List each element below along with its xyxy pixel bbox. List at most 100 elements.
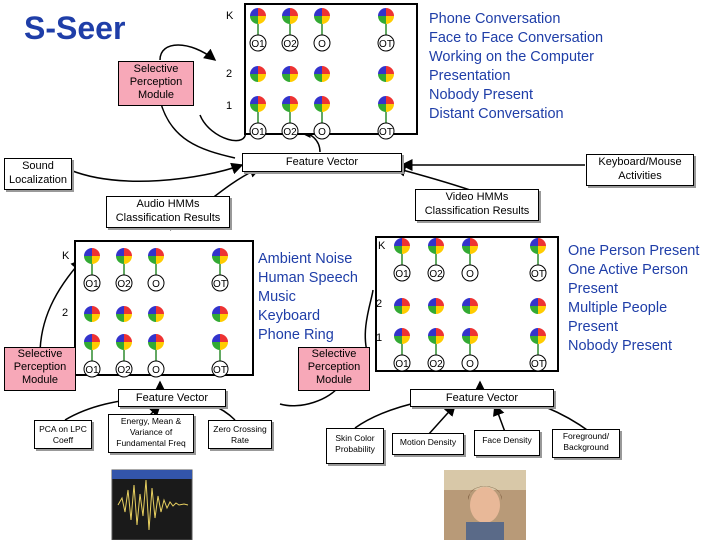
hmm-observation-label: OT (531, 359, 545, 370)
hmm-state-node (428, 328, 436, 336)
hmm-state-node (220, 256, 228, 264)
hmm-state-node (124, 334, 132, 342)
hmm-state-node (282, 16, 290, 24)
hmm-state-node (156, 256, 164, 264)
hmm-observation-label: O1 (395, 359, 409, 370)
hmm-state-node (462, 306, 470, 314)
hmm-observation-node (461, 354, 479, 372)
hmm-state-node (156, 314, 164, 322)
hmm-state-node (250, 66, 258, 74)
hmm-state-node (148, 306, 156, 314)
audio-hmm-k-label: K (62, 250, 70, 262)
video-class-item: One Person Present (568, 243, 700, 259)
hmm-state-node (124, 314, 132, 322)
hmm-state-node (462, 246, 470, 254)
video-results-box: Video HMMs Classification Results (415, 189, 539, 221)
hmm-observation-label: O1 (85, 279, 99, 290)
hmm-observation-label: O (152, 365, 160, 376)
hmm-state-node (538, 298, 546, 306)
video-class-item: Present (568, 281, 618, 297)
hmm-state-node (462, 328, 470, 336)
hmm-state-node (84, 306, 92, 314)
audio-results-box: Audio HMMs Classification Results (106, 196, 230, 228)
hmm-state-node (212, 334, 220, 342)
video-class-item: Present (568, 319, 618, 335)
hmm-state-node (530, 306, 538, 314)
hmm-state-node (394, 328, 402, 336)
hmm-state-node (428, 306, 436, 314)
hmm-state-node (436, 306, 444, 314)
hmm-state-node (84, 256, 92, 264)
hmm-observation-node (147, 274, 165, 292)
audio-selective-perception-module: Selective Perception Module (4, 347, 76, 391)
video-class-item: One Active Person (568, 262, 689, 278)
hmm-state-node (116, 256, 124, 264)
hmm-state-node (250, 96, 258, 104)
hmm-state-node (92, 342, 100, 350)
hmm-state-node (314, 96, 322, 104)
hmm-state-node (290, 66, 298, 74)
hmm-observation-node (313, 122, 331, 140)
hmm-state-node (220, 248, 228, 256)
audio-class-list: Ambient Noise Human Speech Music Keyboar… (258, 250, 358, 345)
hmm-observation-node (427, 354, 445, 372)
hmm-state-node (92, 256, 100, 264)
hmm-state-node (322, 104, 330, 112)
hmm-state-node (290, 104, 298, 112)
hmm-state-node (428, 298, 436, 306)
hmm-state-node (402, 298, 410, 306)
keyboard-mouse-box: Keyboard/Mouse Activities (586, 154, 694, 186)
hmm-state-node (462, 298, 470, 306)
hmm-state-node (156, 342, 164, 350)
hmm-observation-node (249, 122, 267, 140)
hmm-observation-node (211, 274, 229, 292)
hmm-observation-label: O (466, 359, 474, 370)
hmm-state-node (394, 336, 402, 344)
hmm-observation-label: O2 (117, 279, 131, 290)
hmm-state-node (462, 238, 470, 246)
hmm-state-node (378, 96, 386, 104)
hmm-state-node (220, 314, 228, 322)
hmm-observation-label: OT (379, 39, 393, 50)
hmm-state-node (92, 248, 100, 256)
hmm-state-node (428, 246, 436, 254)
hmm-observation-node (115, 274, 133, 292)
hmm-state-node (530, 238, 538, 246)
video-selective-perception-module: Selective Perception Module (298, 347, 370, 391)
audio-feature-energy: Energy, Mean & Variance of Fundamental F… (108, 414, 194, 453)
hmm-state-node (538, 336, 546, 344)
hmm-observation-label: O1 (251, 127, 265, 138)
hmm-state-node (402, 238, 410, 246)
hmm-state-node (212, 256, 220, 264)
hmm-state-node (290, 96, 298, 104)
audio-hmm-2-label: 2 (62, 307, 69, 319)
hmm-observation-label: O (152, 279, 160, 290)
hmm-state-node (84, 314, 92, 322)
hmm-state-node (386, 16, 394, 24)
hmm-state-node (322, 66, 330, 74)
hmm-state-node (116, 248, 124, 256)
hmm-observation-node (393, 354, 411, 372)
hmm-state-node (402, 306, 410, 314)
hmm-state-node (156, 334, 164, 342)
hmm-state-node (84, 248, 92, 256)
hmm-state-node (92, 314, 100, 322)
hmm-state-node (538, 238, 546, 246)
hmm-observation-label: O2 (429, 359, 443, 370)
hmm-state-node (538, 306, 546, 314)
activity-item: Phone Conversation (429, 11, 561, 27)
hmm-state-node (394, 238, 402, 246)
top-feature-vector: Feature Vector (242, 153, 402, 172)
hmm-state-node (436, 246, 444, 254)
hmm-state-node (250, 16, 258, 24)
hmm-state-node (436, 238, 444, 246)
video-class-item: Nobody Present (568, 338, 672, 354)
audio-feature-zero-crossing: Zero Crossing Rate (208, 420, 272, 449)
hmm-state-node (378, 66, 386, 74)
hmm-observation-node (115, 360, 133, 378)
hmm-state-node (282, 66, 290, 74)
hmm-observation-label: OT (379, 127, 393, 138)
hmm-state-node (124, 306, 132, 314)
